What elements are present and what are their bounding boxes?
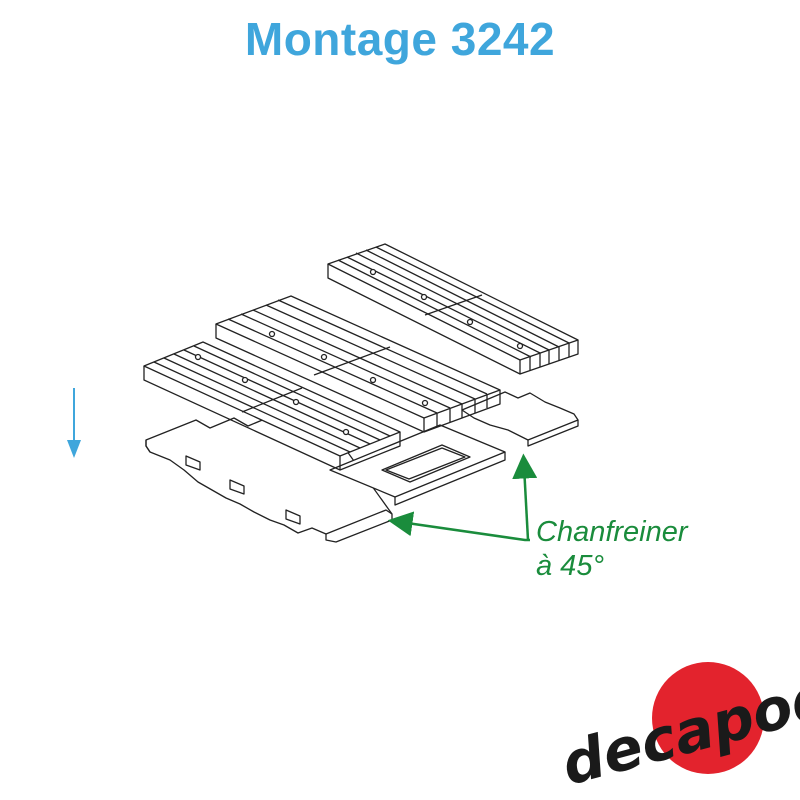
chamfer-note-line2: à 45°	[536, 550, 605, 582]
page-title: Montage 3242	[244, 13, 556, 65]
plank-panel-middle	[215, 295, 501, 433]
base-frame	[329, 424, 506, 506]
right-notched-strip	[461, 391, 579, 447]
down-arrow-icon	[67, 388, 81, 458]
chamfer-note-line1: Chanfreiner	[536, 516, 688, 548]
plank-panel-back	[327, 243, 579, 375]
plank-panel-front	[143, 341, 401, 471]
chamfer-note: Chanfreiner à 45°	[536, 515, 688, 583]
callout-arrow-icon	[387, 453, 538, 542]
decapod-logo: decapod	[555, 661, 800, 799]
